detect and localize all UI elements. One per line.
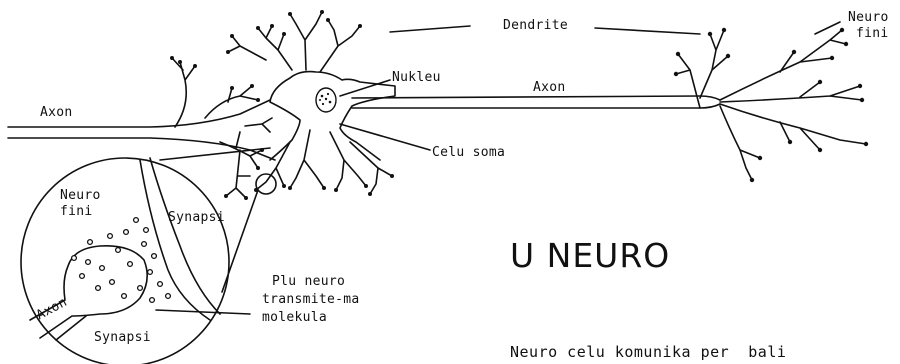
axon-main-label: Axon — [533, 80, 566, 95]
celu-soma-label: Celu soma — [432, 145, 505, 160]
main-axon — [352, 96, 720, 108]
plu-neuro-label-1: Plu neuro — [272, 274, 345, 289]
synapsi-bottom-label: Synapsi — [94, 330, 151, 345]
neuro-fini-inset-label-1: Neuro — [60, 188, 101, 203]
axon-left-label: Axon — [40, 105, 73, 120]
neuro-fini-top-label-1: Neuro — [848, 10, 889, 25]
plu-neuro-label-2: transmite-ma — [262, 292, 360, 307]
synapse-origin-circle — [256, 174, 276, 194]
dendrite-label: Dendrite — [503, 18, 568, 33]
nukleu-label: Nukleu — [392, 70, 441, 85]
synapsi-inset-label: Synapsi — [168, 210, 225, 225]
page-title: U NEURO — [510, 236, 670, 275]
neuro-fini-inset-label-2: fini — [60, 204, 93, 219]
plu-neuro-label-3: molekula — [262, 310, 327, 325]
body-text: Neuro celu komunika per bali — [510, 343, 786, 361]
neuro-fini-top-label-2: fini — [856, 26, 889, 41]
